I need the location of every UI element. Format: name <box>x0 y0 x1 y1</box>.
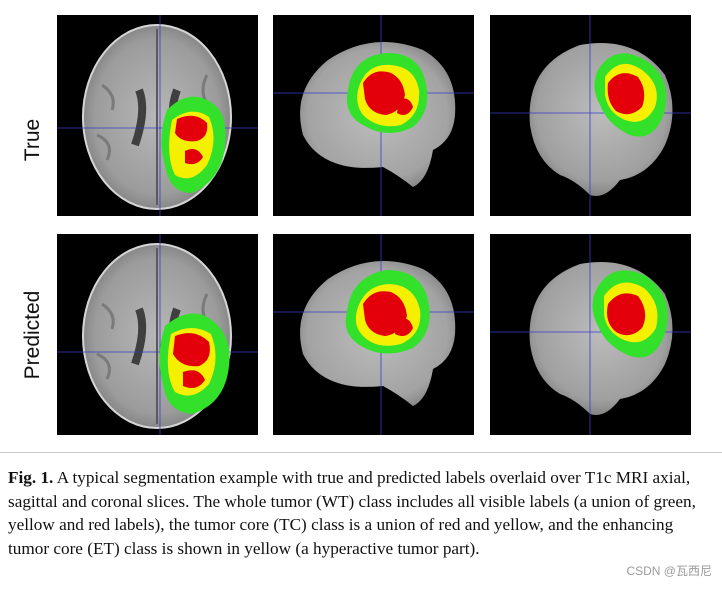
true-axial-slice <box>57 15 258 216</box>
caption-text: A typical segmentation example with true… <box>8 468 696 558</box>
figure-label: Fig. 1. <box>8 468 54 487</box>
watermark: CSDN @瓦西尼 <box>626 564 712 578</box>
predicted-axial-slice <box>57 234 258 435</box>
true-coronal-slice <box>490 15 691 216</box>
figure: True Predicted <box>21 15 691 435</box>
predicted-coronal-slice <box>490 234 691 435</box>
true-sagittal-slice <box>273 15 474 216</box>
predicted-sagittal-slice <box>273 234 474 435</box>
caption-top-rule <box>0 452 722 453</box>
row-label-predicted: Predicted <box>21 290 44 380</box>
row-label-true: True <box>21 118 44 162</box>
figure-caption: Fig. 1. A typical segmentation example w… <box>8 466 708 560</box>
